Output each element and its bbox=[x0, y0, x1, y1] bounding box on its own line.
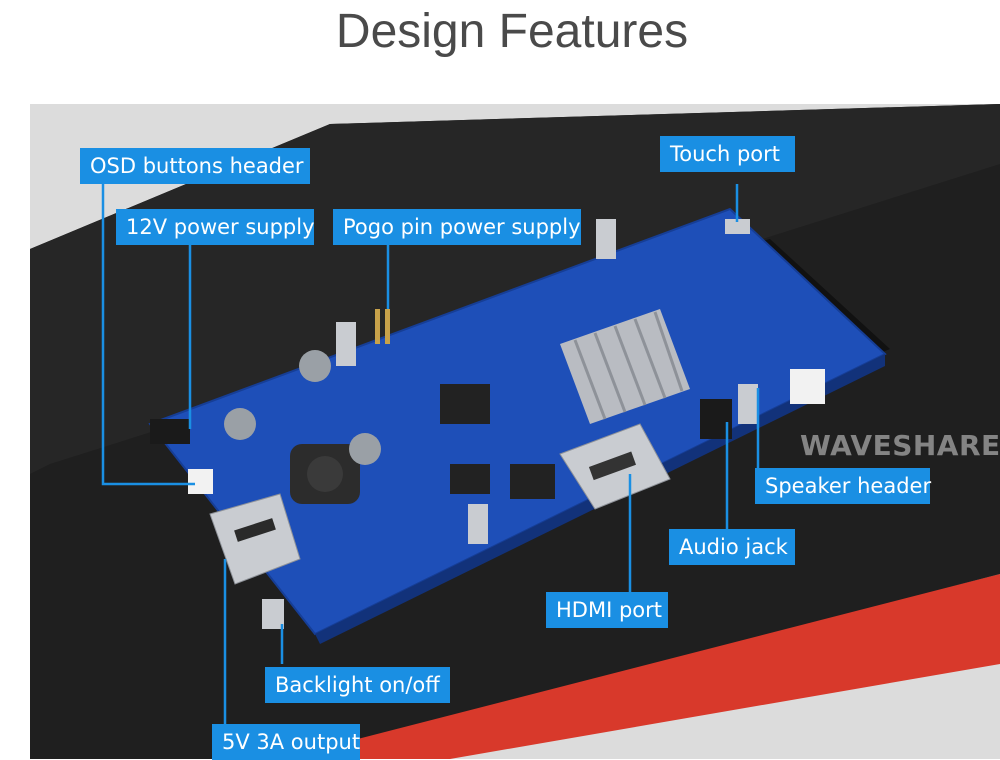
callout-12v-power-supply: 12V power supply bbox=[116, 209, 315, 245]
watermark-text: WAVESHARE bbox=[800, 429, 1000, 462]
callout-backlight-on-off: Backlight on/off bbox=[265, 667, 450, 703]
callout-speaker-header: Speaker header bbox=[755, 468, 931, 504]
standoff bbox=[596, 219, 616, 259]
osd-header-connector bbox=[188, 469, 213, 494]
product-photo: WAVESHARE bbox=[30, 104, 1000, 759]
callout-pogo-pin-power-supply: Pogo pin power supply bbox=[333, 209, 581, 245]
page-title: Design Features bbox=[335, 5, 689, 58]
callout-osd-buttons-header: OSD buttons header bbox=[80, 148, 310, 184]
callout-touch-port: Touch port bbox=[660, 136, 795, 172]
capacitor bbox=[224, 408, 256, 440]
hdmi-connector bbox=[559, 423, 671, 510]
micro-usb-port bbox=[725, 219, 750, 234]
callout-5v-3a-output: 5V 3A output bbox=[212, 724, 360, 760]
speaker-header bbox=[790, 369, 825, 404]
ic-chip bbox=[440, 384, 490, 424]
leader-lines bbox=[101, 166, 760, 724]
dc-jack bbox=[150, 419, 190, 444]
backlight-switch bbox=[262, 599, 284, 629]
callout-hdmi-port: HDMI port bbox=[546, 592, 668, 628]
callout-audio-jack: Audio jack bbox=[669, 529, 795, 565]
pogo-pins bbox=[375, 309, 380, 344]
heatsink bbox=[560, 309, 690, 424]
usb-connector bbox=[209, 493, 301, 585]
